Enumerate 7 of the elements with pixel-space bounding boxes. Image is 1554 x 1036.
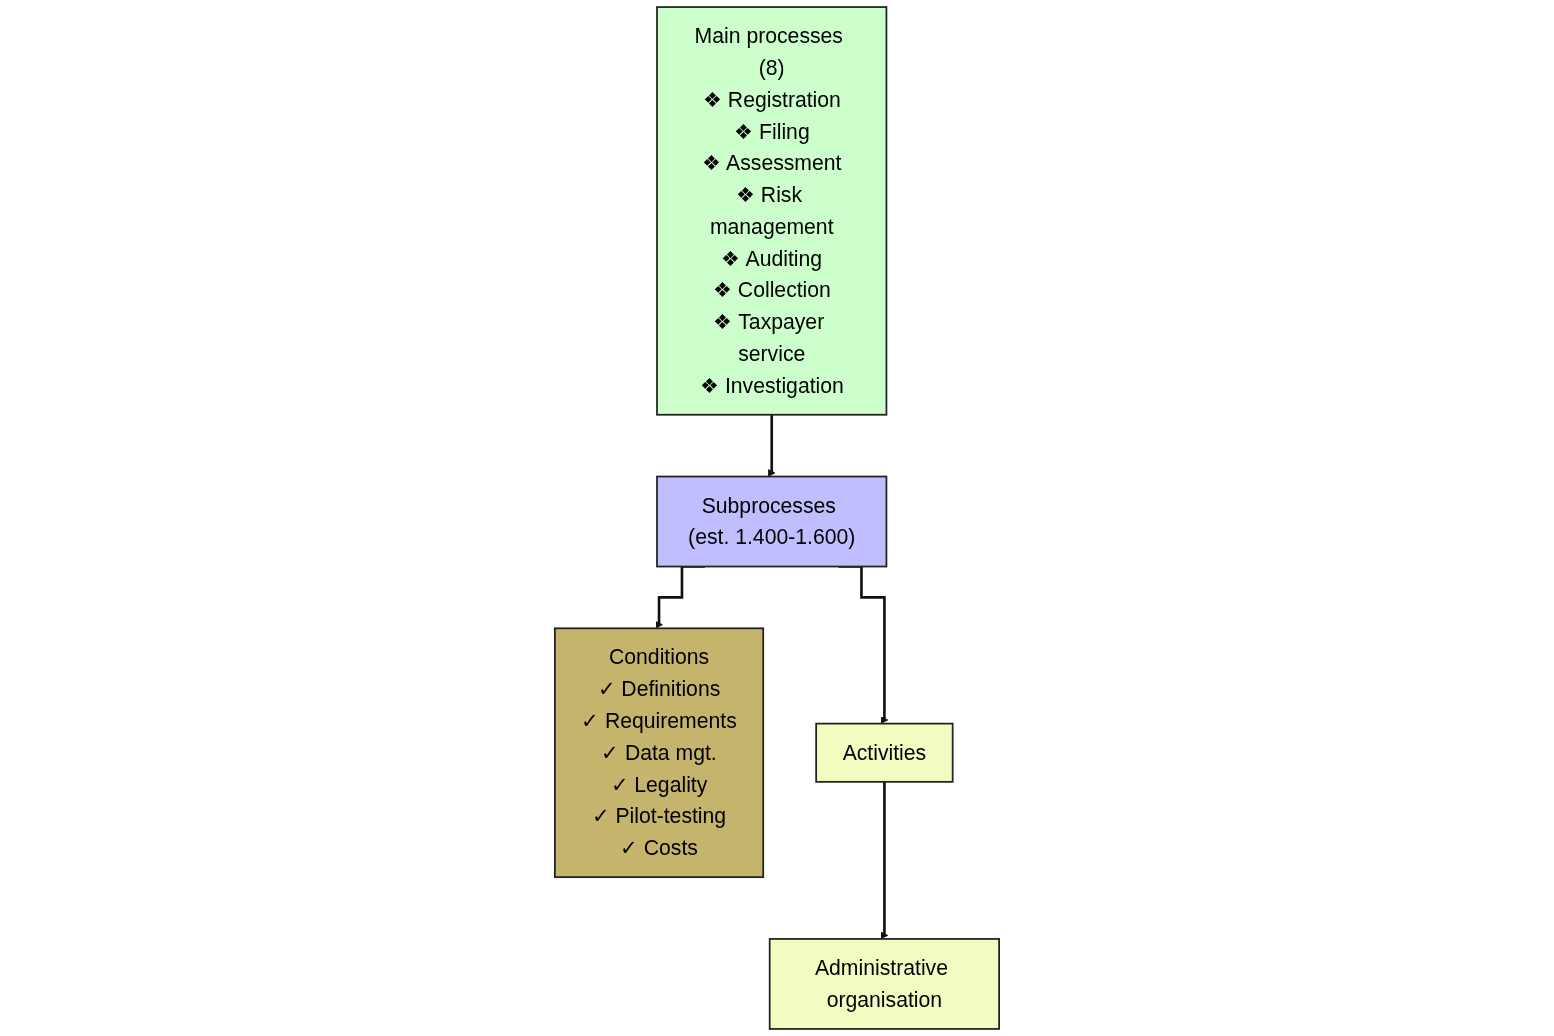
node-box: Subprocesses (est. 1.400-1.600) [656,475,888,568]
node-box: Administrative organisation [768,938,1000,1030]
arrow [767,413,776,477]
node-box: Activities [815,722,954,783]
node-box: Main processes (8) ❖ Registration ❖ Filing ❖ Assessment ❖ Risk management ❖ Auditing ❖ Collection ❖ Taxpayer service ❖ Investigation [656,6,888,416]
arrow [880,780,889,940]
node-box: Conditions ✓ Definitions ✓ Requirements ✓ Data mgt. ✓ Legality ✓ Pilot-testing ✓ Costs [554,627,765,879]
